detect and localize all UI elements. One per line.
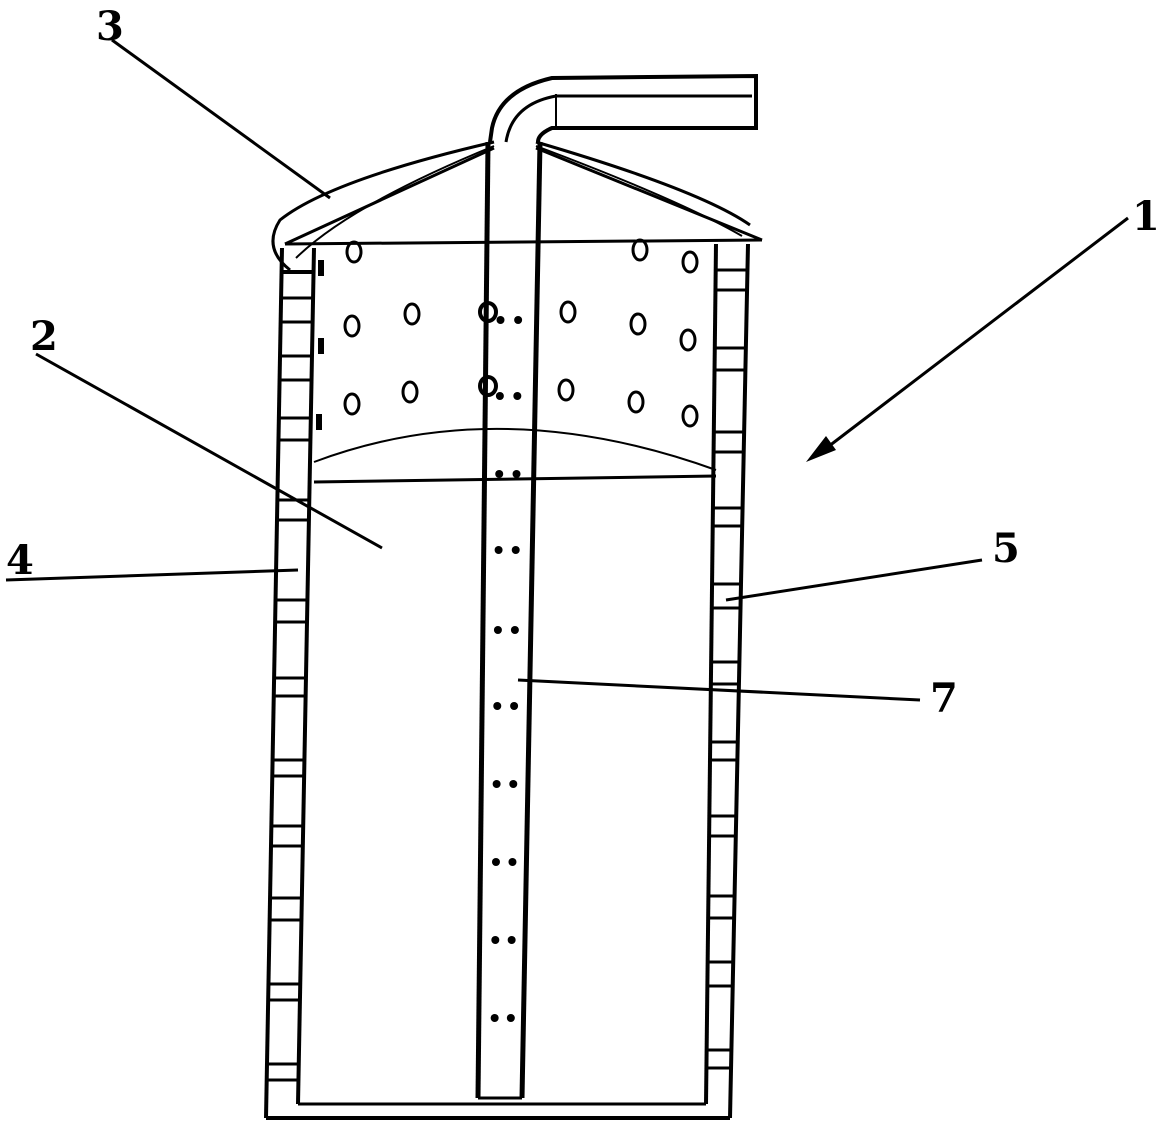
tube-hole <box>494 546 503 554</box>
label-right-wall: 5 <box>992 525 1020 572</box>
hole <box>631 238 649 262</box>
hole <box>318 260 324 276</box>
label-inner-chamber: 2 <box>30 313 58 360</box>
tube-hole <box>512 470 521 478</box>
container-base <box>266 1102 730 1120</box>
central-tube <box>475 73 758 1100</box>
hole <box>559 300 577 324</box>
tube-hole <box>506 1014 515 1022</box>
hole <box>316 414 322 430</box>
tube-hole <box>507 936 516 944</box>
tube-hole <box>514 316 523 324</box>
label-lid: 3 <box>96 3 124 50</box>
tube-hole <box>491 858 500 866</box>
tube-hole <box>509 780 518 788</box>
label-central-tube: 7 <box>930 675 958 722</box>
tube-hole <box>513 392 522 400</box>
label-container: 1 <box>1132 193 1160 240</box>
tube-hole <box>510 702 519 710</box>
inner-chamber <box>313 427 717 484</box>
label-left-wall: 4 <box>6 537 34 584</box>
tube-hole <box>490 1014 499 1022</box>
hole <box>629 312 647 336</box>
tube-hole <box>495 392 504 400</box>
hole <box>681 404 699 428</box>
hole <box>318 338 324 354</box>
hole <box>343 314 361 338</box>
tube-hole <box>493 626 502 634</box>
tube-holes <box>490 316 523 1022</box>
right-wall <box>704 243 750 1119</box>
hole <box>557 378 575 402</box>
leader-lines <box>5 38 1129 702</box>
hole <box>343 392 361 416</box>
hole <box>403 302 421 326</box>
tube-hole <box>508 858 517 866</box>
tube-hole <box>510 626 519 634</box>
hole <box>345 240 363 264</box>
lid <box>271 140 763 272</box>
hole <box>679 328 697 352</box>
tube-hole <box>495 470 504 478</box>
hole <box>681 250 699 274</box>
hole <box>627 390 645 414</box>
tube-hole <box>511 546 520 554</box>
left-wall <box>264 247 316 1119</box>
tube-hole <box>492 780 501 788</box>
perforation-holes <box>316 238 699 430</box>
hole <box>401 380 419 404</box>
tube-hole <box>496 316 505 324</box>
tube-hole <box>491 936 500 944</box>
tube-hole <box>493 702 502 710</box>
